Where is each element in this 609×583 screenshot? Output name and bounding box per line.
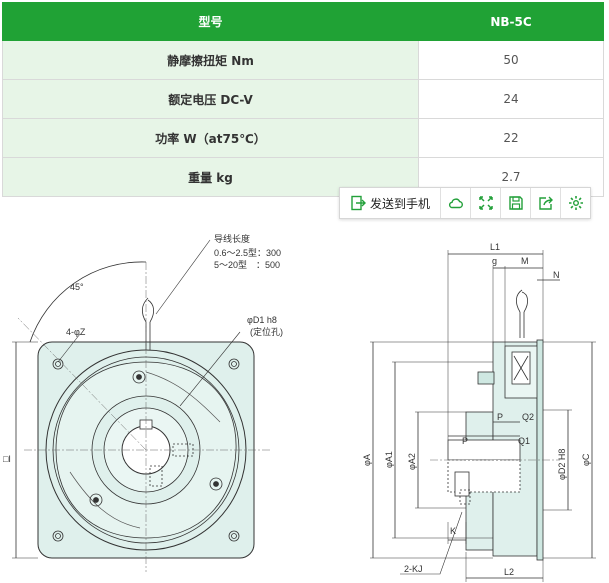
share-toolbar: 发送到手机 — [339, 187, 591, 219]
dim-i-label: □I — [3, 454, 11, 464]
send-to-phone-icon — [351, 195, 366, 211]
dim-p2-label: P — [462, 436, 468, 446]
wire-note-title: 导线长度 — [214, 233, 250, 244]
dim-phi-d2-label: φD2 H8 — [557, 449, 567, 480]
dim-m-label: M — [521, 256, 529, 266]
spec-value: 24 — [418, 79, 604, 119]
hole-label: 4-φZ — [66, 327, 86, 337]
dim-n-label: N — [553, 270, 560, 280]
dim-phi-a-label: φA — [362, 454, 372, 466]
share-icon — [538, 196, 553, 210]
save-button[interactable] — [501, 188, 531, 218]
dim-q2-label: Q2 — [522, 412, 534, 422]
dim-q1-label: Q1 — [518, 436, 530, 446]
dim-phi-a1-label: φA1 — [384, 451, 394, 468]
cloud-icon — [448, 198, 463, 209]
share-button[interactable] — [531, 188, 561, 218]
cloud-button[interactable] — [441, 188, 471, 218]
model-value: NB-5C — [418, 2, 604, 41]
dim-l1-label: L1 — [490, 242, 500, 252]
spec-value: 22 — [418, 118, 604, 158]
spec-label: 功率 W（at75℃） — [2, 118, 419, 158]
settings-icon — [568, 196, 583, 210]
d1-note: (定位孔) — [250, 326, 283, 337]
angle-label: 45° — [70, 282, 84, 292]
dim-phi-c-label: φC — [581, 453, 591, 466]
dim-l2-label: L2 — [504, 567, 514, 577]
wire-note-line1: 0.6～2.5型：300 — [214, 248, 281, 258]
spec-label: 静摩擦扭矩 Nm — [2, 40, 419, 80]
spec-value: 50 — [418, 40, 604, 80]
spec-row: 静摩擦扭矩 Nm 50 — [2, 40, 604, 80]
model-header: 型号 — [2, 2, 419, 41]
dim-kj-label: 2-KJ — [404, 564, 423, 574]
settings-button[interactable] — [561, 188, 590, 218]
spec-label: 重量 kg — [2, 157, 419, 197]
dim-g-label: g — [492, 256, 497, 266]
dim-p-label: P — [497, 412, 503, 422]
fullscreen-icon — [478, 196, 493, 210]
dim-k-label: K — [450, 526, 456, 536]
side-view: L1 g M N P Q2 P Q1 K 2-KJ L2 φA φA1 φA2 … — [362, 242, 596, 582]
dim-phi-a2-label: φA2 — [407, 453, 417, 470]
d1-label: φD1 h8 — [247, 315, 277, 325]
send-to-phone-button[interactable]: 发送到手机 — [340, 188, 441, 218]
front-view: 导线长度 0.6～2.5型：300 5～20型 ：500 45° 4-φZ φD… — [3, 233, 283, 572]
spec-table: 型号 NB-5C 静摩擦扭矩 Nm 50 额定电压 DC-V 24 功率 W（a… — [2, 2, 604, 197]
fullscreen-button[interactable] — [471, 188, 501, 218]
spec-row: 功率 W（at75℃） 22 — [2, 118, 604, 158]
save-icon — [508, 196, 523, 210]
spec-label: 额定电压 DC-V — [2, 79, 419, 119]
wire-note-line2: 5～20型 ：500 — [214, 260, 280, 270]
brake-drawing: 导线长度 0.6～2.5型：300 5～20型 ：500 45° 4-φZ φD… — [3, 233, 596, 582]
spec-row: 额定电压 DC-V 24 — [2, 79, 604, 119]
send-to-phone-label: 发送到手机 — [369, 196, 430, 211]
spec-header-row: 型号 NB-5C — [2, 2, 604, 41]
